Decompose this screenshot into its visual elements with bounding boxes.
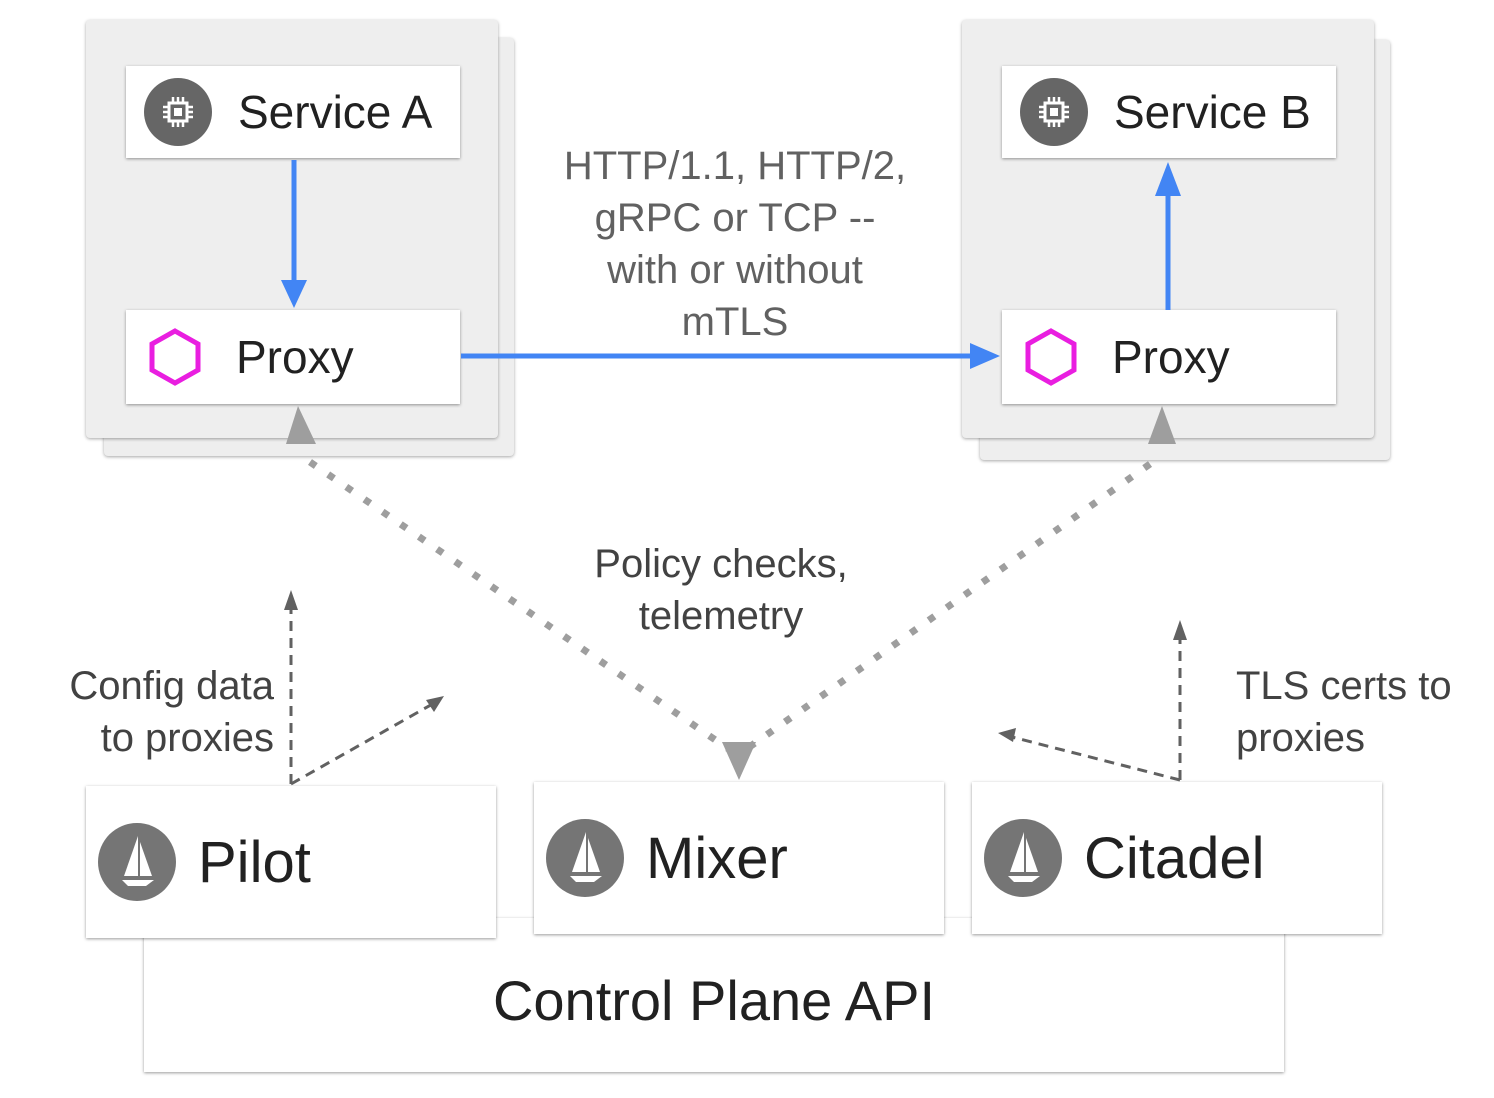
config-line-1: Config data xyxy=(69,664,274,708)
pilot-card: Pilot xyxy=(86,786,496,938)
tls-line-1: TLS certs to xyxy=(1236,664,1452,708)
proxy-to-service-b-arrow xyxy=(1155,162,1181,310)
mixer-label: Mixer xyxy=(646,825,788,891)
service-b-label: Service B xyxy=(1114,86,1311,138)
policy-annotation: Policy checks, telemetry xyxy=(570,538,872,642)
tls-line-2: proxies xyxy=(1236,716,1365,760)
proxy-b-card: Proxy xyxy=(1002,310,1336,404)
protocol-annotation: HTTP/1.1, HTTP/2, gRPC or TCP -- with or… xyxy=(535,140,935,348)
citadel-tls-dashed-arrows xyxy=(1007,630,1182,782)
citadel-label: Citadel xyxy=(1084,825,1265,891)
mixer-proxy-a-dotted-line xyxy=(286,406,732,753)
protocol-line-3: with or without xyxy=(607,248,863,292)
chip-icon xyxy=(1020,78,1088,146)
service-a-card: Service A xyxy=(126,66,460,158)
mixer-card: Mixer xyxy=(534,782,944,934)
protocol-line-1: HTTP/1.1, HTTP/2, xyxy=(563,144,907,188)
istio-sail-icon xyxy=(546,819,624,897)
istio-sail-icon xyxy=(984,819,1062,897)
mixer-arrowhead xyxy=(722,742,756,780)
protocol-line-4: mTLS xyxy=(681,300,789,344)
proxy-to-proxy-arrow xyxy=(461,343,1000,369)
proxy-a-card: Proxy xyxy=(126,310,460,404)
policy-line-2: telemetry xyxy=(638,594,804,638)
hexagon-icon xyxy=(1022,326,1080,388)
chip-icon xyxy=(144,78,212,146)
proxy-a-label: Proxy xyxy=(236,331,354,383)
hexagon-icon xyxy=(146,326,204,388)
pilot-config-dashed-arrows xyxy=(289,600,437,786)
service-b-card: Service B xyxy=(1002,66,1336,158)
proxy-b-label: Proxy xyxy=(1112,331,1230,383)
mixer-proxy-b-dotted-line xyxy=(745,406,1176,751)
istio-sail-icon xyxy=(98,823,176,901)
control-plane-api: Control Plane API xyxy=(144,918,1284,1072)
service-a-label: Service A xyxy=(238,86,433,138)
config-line-2: to proxies xyxy=(100,716,274,760)
pilot-label: Pilot xyxy=(198,829,311,895)
control-plane-api-label: Control Plane API xyxy=(492,969,936,1032)
policy-line-1: Policy checks, xyxy=(594,542,848,586)
service-a-to-proxy-arrow xyxy=(281,160,307,308)
tls-annotation: TLS certs to proxies xyxy=(1236,660,1486,764)
protocol-line-2: gRPC or TCP -- xyxy=(594,196,876,240)
config-annotation: Config data to proxies xyxy=(40,660,274,764)
citadel-card: Citadel xyxy=(972,782,1382,934)
